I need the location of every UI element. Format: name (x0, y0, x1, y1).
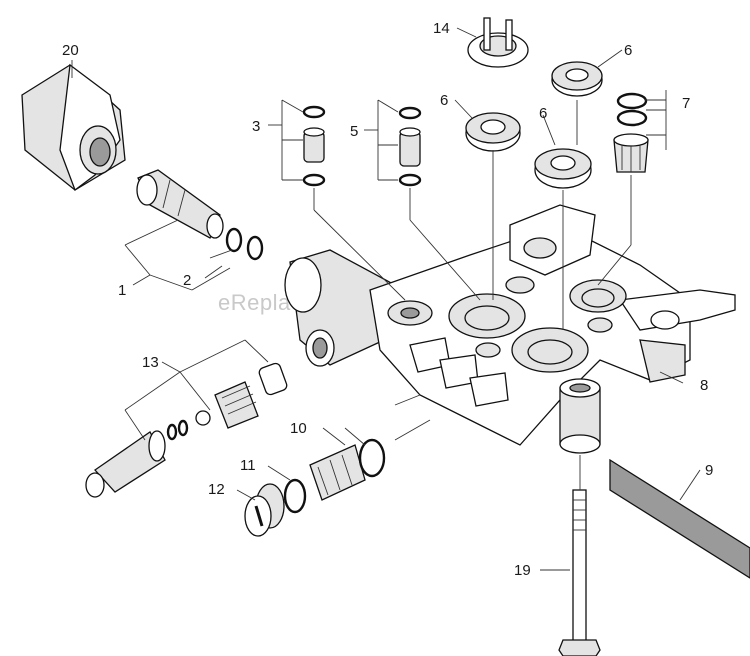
part-9-label-plate (609, 458, 750, 579)
part-sleeve (559, 378, 601, 454)
callout-9: 9 (705, 462, 713, 479)
part-13-unloader-kit (85, 362, 288, 498)
callout-2: 2 (183, 272, 191, 289)
callout-14: 14 (433, 20, 450, 37)
callout-13: 13 (142, 354, 159, 371)
callout-8: 8 (700, 377, 708, 394)
part-2-o-rings (225, 227, 264, 261)
part-14-valve-retainer (467, 17, 529, 68)
callout-1: 1 (118, 282, 126, 299)
part-1-nipple (136, 169, 224, 239)
callout-19: 19 (514, 562, 531, 579)
callout-6-center: 6 (539, 105, 547, 122)
callout-6-top: 6 (624, 42, 632, 59)
part-19-bolt (558, 489, 601, 656)
part-11-o-ring (283, 478, 307, 514)
part-20-knurled-nut (21, 63, 126, 192)
part-6-seal-left (465, 112, 521, 152)
leader-lines (71, 27, 701, 571)
callout-10: 10 (290, 420, 307, 437)
callout-5: 5 (350, 123, 358, 140)
callout-11: 11 (240, 457, 256, 474)
part-8-manifold-body (284, 204, 736, 446)
part-7-valve (613, 92, 649, 173)
part-6-seal-top-right (551, 61, 603, 97)
part-6-seal-center (534, 148, 592, 189)
part-10-check-valve (309, 438, 386, 501)
part-5-valve-kit (398, 106, 422, 187)
callout-3: 3 (252, 118, 260, 135)
part-3-valve-kit (302, 105, 326, 187)
part-12-plug (244, 483, 285, 537)
callout-labels: 20 14 6 6 6 7 3 5 1 2 13 8 10 11 12 9 19 (62, 20, 713, 579)
callout-6-left: 6 (440, 92, 448, 109)
callout-20: 20 (62, 42, 79, 59)
callout-12: 12 (208, 481, 225, 498)
callout-7: 7 (682, 95, 690, 112)
